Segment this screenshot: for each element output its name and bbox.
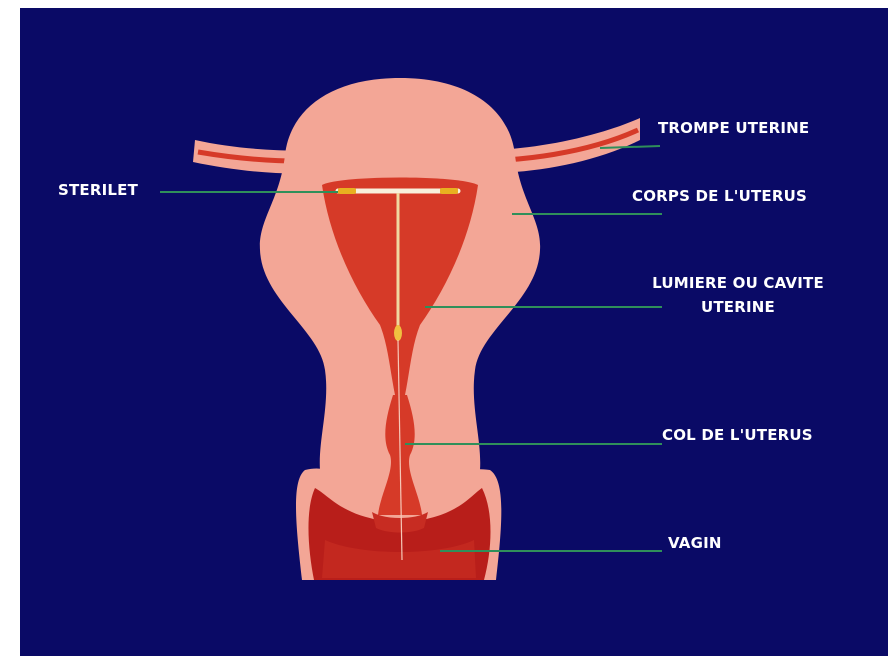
- label-cavite-line2: UTERINE: [628, 297, 848, 317]
- iud-copper-left: [338, 188, 356, 194]
- label-corps-uterus: CORPS DE L'UTERUS: [632, 186, 807, 206]
- label-cavite-line1: LUMIERE OU CAVITE: [628, 273, 848, 293]
- label-cavite-uterine: LUMIERE OU CAVITE UTERINE: [628, 273, 848, 317]
- label-vagin: VAGIN: [668, 533, 722, 553]
- iud-copper-right: [440, 188, 458, 194]
- label-col-uterus: COL DE L'UTERUS: [662, 425, 813, 445]
- label-trompe-uterine: TROMPE UTERINE: [658, 118, 809, 138]
- label-sterilet: STERILET: [58, 180, 138, 200]
- iud-stem-tip: [394, 325, 402, 341]
